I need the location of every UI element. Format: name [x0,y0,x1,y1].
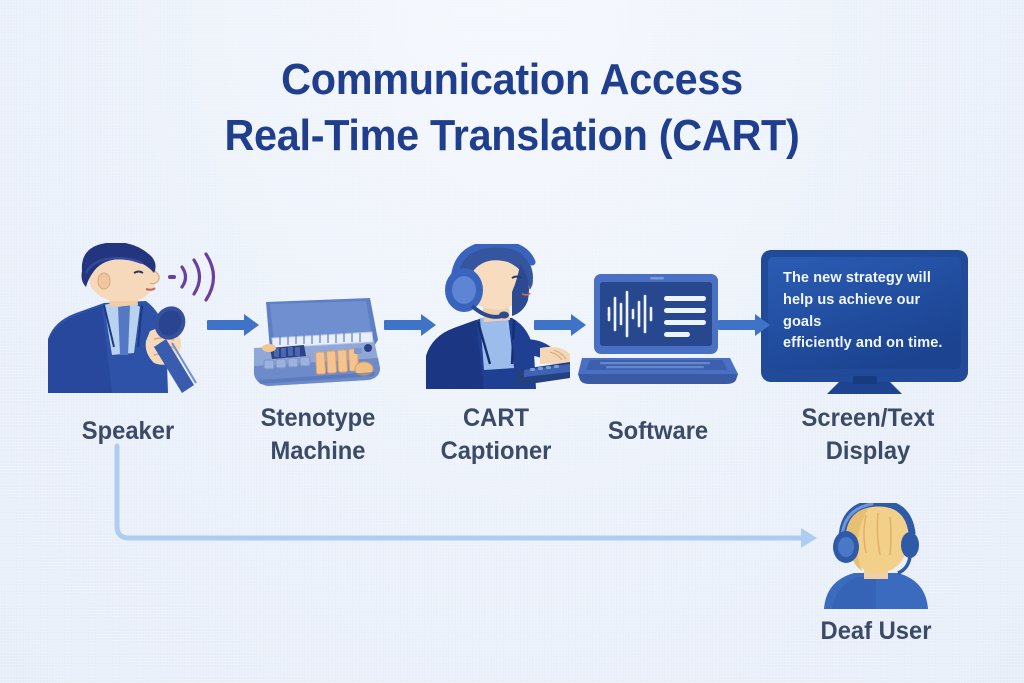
headset-icon [445,240,536,319]
label-speaker: Speaker [52,415,204,448]
caption-line-1: The new strategy will [783,270,931,286]
label-stenotype-line1: Stenotype [260,404,376,432]
label-display-line2: Display [825,437,911,466]
label-screen-text-display: Screen/Text Display [773,402,963,469]
arrow-captioner-to-software [534,312,586,338]
label-captioner-line1: CART [463,404,529,432]
deaf-user-illustration [820,499,932,609]
caption-line-2: help us achieve our goals [783,291,921,330]
label-deaf-user: Deaf User [800,615,952,648]
person-speaking-into-microphone-icon [48,242,216,393]
label-speaker-line1: Speaker [81,417,175,445]
label-captioner-line2: Captioner [440,437,552,466]
sound-wave-icon [168,252,216,302]
screen-text-display-illustration: The new strategy will help us achieve ou… [757,248,972,396]
arrow-software-to-display [718,312,770,338]
text-lines-icon [664,296,706,337]
page-title: Communication Access Real-Time Translati… [31,52,994,165]
person-with-headset-typing-icon [426,240,570,389]
display-caption-text: The new strategy will help us achieve ou… [783,268,955,355]
cart-captioner-illustration [420,240,570,389]
arrow-stenotype-to-captioner [384,312,436,338]
arrow-speaker-to-stenotype [207,312,259,338]
caption-line-3: efficiently and on time. [783,335,943,352]
label-stenotype-machine: Stenotype Machine [236,402,399,469]
stenotype-machine-illustration [248,296,388,388]
audio-waveform-icon [607,290,653,338]
label-display-line1: Screen/Text [801,404,935,432]
title-line-1: Communication Access [281,55,743,104]
speaker-illustration [42,242,232,393]
label-deaf-user-text: Deaf User [820,617,932,645]
title-line-2: Real-Time Translation (CART) [224,111,800,161]
microphone-icon [154,306,197,393]
laptop-icon [578,274,738,384]
label-cart-captioner: CART Captioner [414,402,577,469]
software-laptop-illustration [578,270,738,390]
feedback-arrow-icon [801,528,817,548]
television-display-icon [761,250,968,394]
person-with-headphones-back-view-icon [824,499,928,609]
stenotype-machine-icon [254,298,380,386]
label-stenotype-line2: Machine [270,437,366,466]
label-software: Software [582,415,734,448]
label-software-line1: Software [607,417,709,445]
